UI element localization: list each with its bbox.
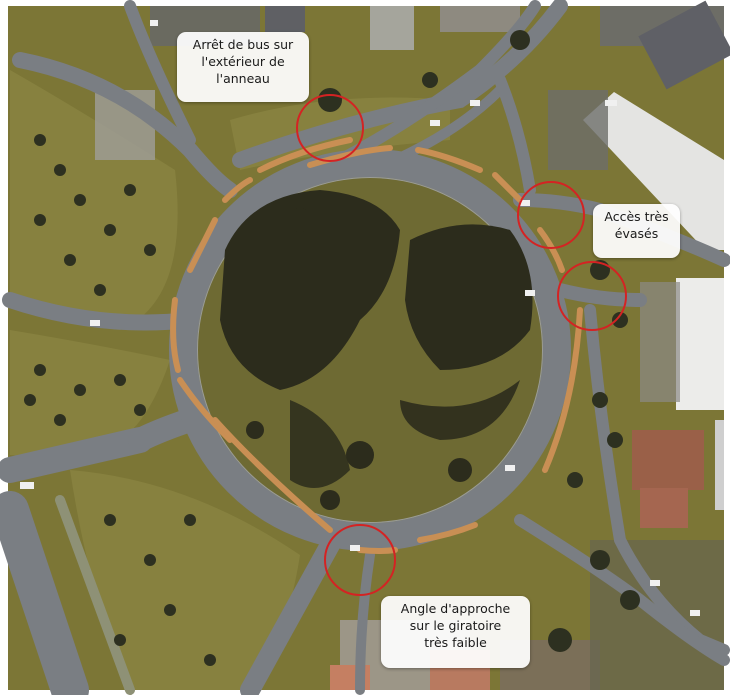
- highlight-access-north-east: [517, 181, 585, 249]
- highlight-bus-stop: [296, 94, 364, 162]
- grass-patches: [10, 70, 450, 690]
- highlight-circles: [296, 94, 627, 596]
- approach-angle-label: Angle d'approche sur le giratoire très f…: [381, 596, 530, 668]
- scattered-trees: [24, 30, 640, 666]
- central-island-trees: [220, 190, 533, 510]
- buildings: [95, 0, 730, 690]
- highlight-access-east: [557, 261, 627, 331]
- wide-access-label: Accès très évasés: [593, 204, 680, 258]
- highlight-approach-south: [324, 524, 396, 596]
- roundabout-ring: [169, 149, 571, 551]
- lane-markings: [170, 137, 583, 554]
- vehicles: [20, 20, 700, 616]
- bus-stop-label: Arrêt de bus sur l'extérieur de l'anneau: [177, 32, 309, 102]
